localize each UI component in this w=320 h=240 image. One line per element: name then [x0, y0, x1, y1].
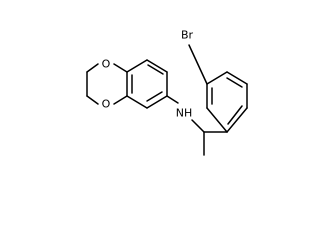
- double-bond-inner: [227, 105, 243, 125]
- oxygen-top-label: O: [102, 58, 111, 71]
- amine-label: NH: [176, 107, 193, 120]
- molecule-structure: O O NH Br: [86, 29, 248, 156]
- bond: [166, 95, 179, 104]
- bromophenyl-ring: [206, 71, 248, 133]
- bromine-label: Br: [181, 29, 194, 42]
- bond: [146, 95, 168, 109]
- double-bond-inner: [226, 77, 243, 88]
- bond: [226, 107, 248, 133]
- bond: [126, 95, 148, 109]
- bond: [113, 63, 128, 73]
- oxygen-bottom-label: O: [102, 98, 111, 111]
- bond: [191, 119, 205, 133]
- bond: [206, 71, 228, 85]
- bromine-bond: [188, 44, 208, 85]
- double-bond-inner: [147, 64, 164, 75]
- bond: [86, 95, 99, 105]
- bond: [126, 59, 148, 73]
- benzodioxane-benzene-ring: [126, 59, 168, 109]
- bond: [206, 107, 228, 133]
- benzodioxane-dioxane-ring: [86, 63, 128, 105]
- bond: [113, 95, 128, 105]
- bond: [146, 59, 168, 73]
- ethyl-branch: [203, 131, 228, 156]
- amine-linkage: [166, 95, 205, 133]
- bond: [226, 71, 248, 85]
- double-bond-inner: [146, 91, 163, 102]
- bond: [86, 63, 99, 73]
